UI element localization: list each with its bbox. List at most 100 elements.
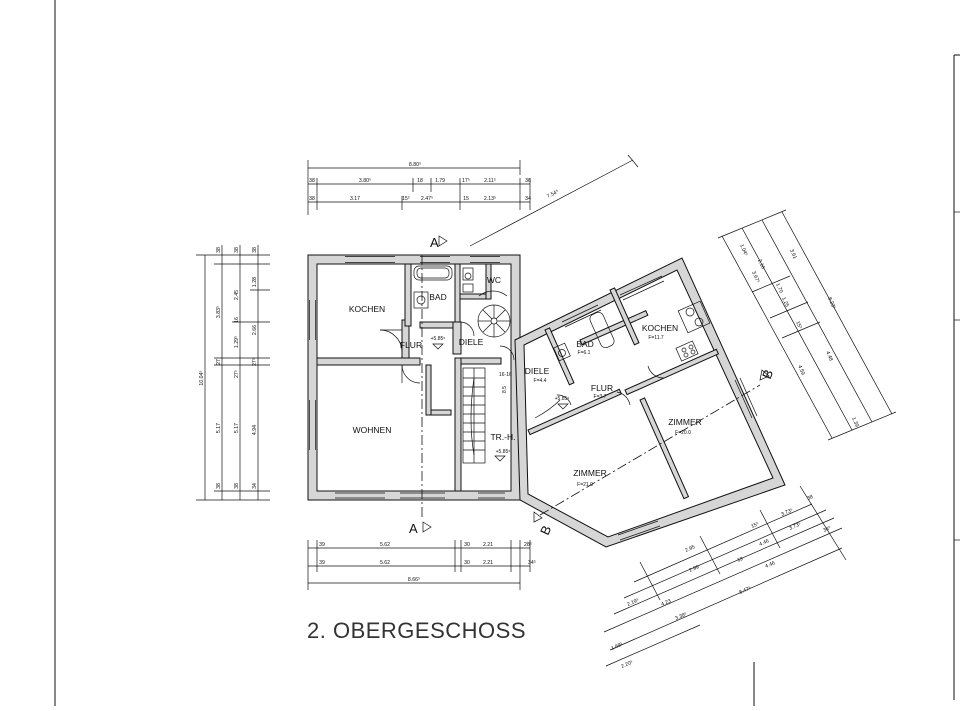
section-mark-a-top: A [430, 235, 439, 250]
room-label-zimmer-lower: ZIMMER [573, 468, 607, 478]
toilet-left-bath [413, 291, 429, 309]
dim-bottom-r2-0: 39 [319, 560, 325, 566]
dim-bd-9: 4.46 [764, 560, 776, 570]
main-staircase [462, 367, 486, 464]
dim-bd-12: 8.47⁵ [738, 585, 752, 595]
dim-top-r3-6: 34 [525, 196, 531, 202]
dim-top-total: 8.80⁵ [409, 162, 421, 168]
dim-top-r3-3: 2.47⁵ [421, 196, 433, 202]
room-label-bad-left: BAD [429, 292, 446, 302]
dim-bottom-r1-0: 39 [319, 542, 325, 548]
dim-top-diagonal: 7.54⁵ [546, 189, 560, 200]
dim-right-6: 1.25 [780, 296, 790, 308]
right-wing-windows [561, 275, 758, 541]
dim-bottom-r1-4: 28⁵ [524, 542, 532, 548]
dim-bd-13: 2.19⁵ [626, 597, 640, 607]
dim-right-7: 15⁵ [794, 320, 803, 330]
area-flur-right: F=3.7 [594, 394, 607, 400]
dim-right-4: 8.23⁵ [826, 296, 836, 310]
dim-right-9: 4.59 [796, 364, 806, 376]
dim-left-b-2: 1.29⁵ [234, 336, 240, 348]
room-label-bad-right: BAD [576, 339, 593, 349]
kitchen-stove-right [675, 340, 699, 362]
dim-top-r2-4: 17⁵ [462, 178, 470, 184]
dim-bd-15: 2.20⁵ [620, 659, 634, 669]
dim-right-1: 2.16 [756, 258, 766, 270]
dim-left-b-3: 27⁵ [234, 370, 240, 378]
area-zimmer-upper: F=20.0 [675, 430, 691, 436]
drawing-title: 2. OBERGESCHOSS [307, 618, 526, 643]
dim-left-top-1: 38 [234, 247, 240, 253]
dim-top-r3-0: 38 [309, 196, 315, 202]
dimension-chain-bottom-diagonal: 38 3.73⁵ 15⁵ 3.73⁵ 2.95 34⁵ 4.46 2.99 19… [603, 485, 847, 670]
dim-bd-2: 15⁵ [750, 521, 760, 530]
dim-right-8: 4.48 [824, 350, 834, 362]
wc-toilet [462, 267, 474, 293]
bathtub-right [589, 311, 615, 349]
dim-bottom-total: 8.66⁵ [408, 577, 420, 583]
room-label-kochen-right: KOCHEN [642, 323, 678, 333]
dim-bd-10: 4.23 [660, 598, 672, 608]
dim-left-a-0: 3.83⁵ [216, 306, 222, 318]
dim-right-5: 3.67⁵ [750, 270, 760, 284]
room-label-zimmer-upper: ZIMMER [668, 417, 702, 427]
right-wing-walls [514, 257, 786, 548]
dim-bd-3: 3.73⁵ [788, 521, 802, 531]
dim-left-bot-2: 34 [252, 483, 258, 489]
toilet-right [553, 342, 571, 362]
dim-top-r2-3: 1.79 [435, 178, 445, 184]
dim-left-total: 10.04⁵ [199, 370, 205, 385]
section-mark-a-bottom: A [409, 521, 418, 536]
dim-left-bot-0: 38 [216, 483, 222, 489]
dim-bd-6: 4.46 [758, 538, 770, 548]
dim-top-r3-4: 15 [463, 196, 469, 202]
room-label-wohnen: WOHNEN [353, 425, 392, 435]
dim-right-0: 1.04⁵ [738, 243, 748, 257]
level-stair-landing: +5.85⁵ [555, 396, 570, 402]
dim-left-c-2: 27⁵ [252, 358, 258, 366]
dim-bottom-r2-3: 2.21 [483, 560, 493, 566]
dim-left-top-2: 38 [252, 247, 258, 253]
dim-top-r2-2: 18 [417, 178, 423, 184]
room-label-treppenhaus: TR.-H. [490, 432, 515, 442]
dim-top-r3-2: 15⁵ [402, 196, 410, 202]
dim-left-b-0: 2.45 [234, 290, 240, 300]
room-label-wc: WC [487, 275, 501, 285]
dim-top-r2-1: 3.80⁵ [359, 178, 371, 184]
room-label-flur-left: FLUR [400, 340, 422, 350]
left-wing-doors [379, 321, 515, 384]
section-line-b [533, 369, 770, 523]
section-line-a [421, 235, 448, 533]
dim-bottom-r2-2: 30 [464, 560, 470, 566]
dimension-chain-left: 10.04⁵ 3.83⁵ 27 5.17 2.45 16 1.29⁵ 27⁵ 5… [196, 245, 270, 501]
dim-left-c-3: 4.94 [252, 425, 258, 435]
room-label-kochen-left: KOCHEN [349, 304, 385, 314]
dim-left-b-4: 5.17 [234, 423, 240, 433]
level-marker-landing [557, 403, 569, 410]
dim-bottom-r1-3: 2.21 [483, 542, 493, 548]
dim-right-3: 3.61 [788, 248, 798, 260]
dimension-chain-bottom: 39 5.62 30 2.21 28⁵ 39 5.62 30 2.21 34⁵ … [307, 540, 536, 590]
left-wing-walls [307, 254, 521, 501]
area-bad-right: F=6.1 [578, 350, 591, 356]
dim-bd-5: 34⁵ [822, 525, 832, 534]
dim-left-c-0: 1.28 [252, 277, 258, 287]
dim-bottom-r2-4: 34⁵ [528, 560, 536, 566]
stair-mark-run: 8.5 [502, 386, 508, 393]
level-marker-flur [432, 343, 444, 350]
room-label-flur-right: FLUR [591, 383, 613, 393]
bathtub-left [413, 265, 453, 281]
dimension-chain-right-diagonal: 1.04⁵ 2.16 1.70 3.61 8.23⁵ 3.67⁵ 1.25 15… [717, 209, 897, 441]
spiral-staircase [477, 290, 511, 338]
dim-right-2: 1.70 [774, 282, 784, 294]
level-marker-treppenhaus [494, 455, 506, 462]
dim-top-r2-5: 2.11⁵ [484, 178, 496, 184]
left-wing-windows [309, 256, 505, 499]
dimension-chain-top: 8.80⁵ 38 3.80⁵ 18 1.79 17⁵ 2.11⁵ 36 38 3… [307, 154, 639, 247]
area-kochen-right: F=11.7 [648, 335, 664, 341]
title-block-frame [953, 54, 960, 700]
dim-top-r2-6: 36 [525, 178, 531, 184]
dim-left-c-1: 2.66 [252, 325, 258, 335]
kitchen-sink-right [677, 300, 711, 334]
dim-top-r3-1: 3.17 [350, 196, 360, 202]
